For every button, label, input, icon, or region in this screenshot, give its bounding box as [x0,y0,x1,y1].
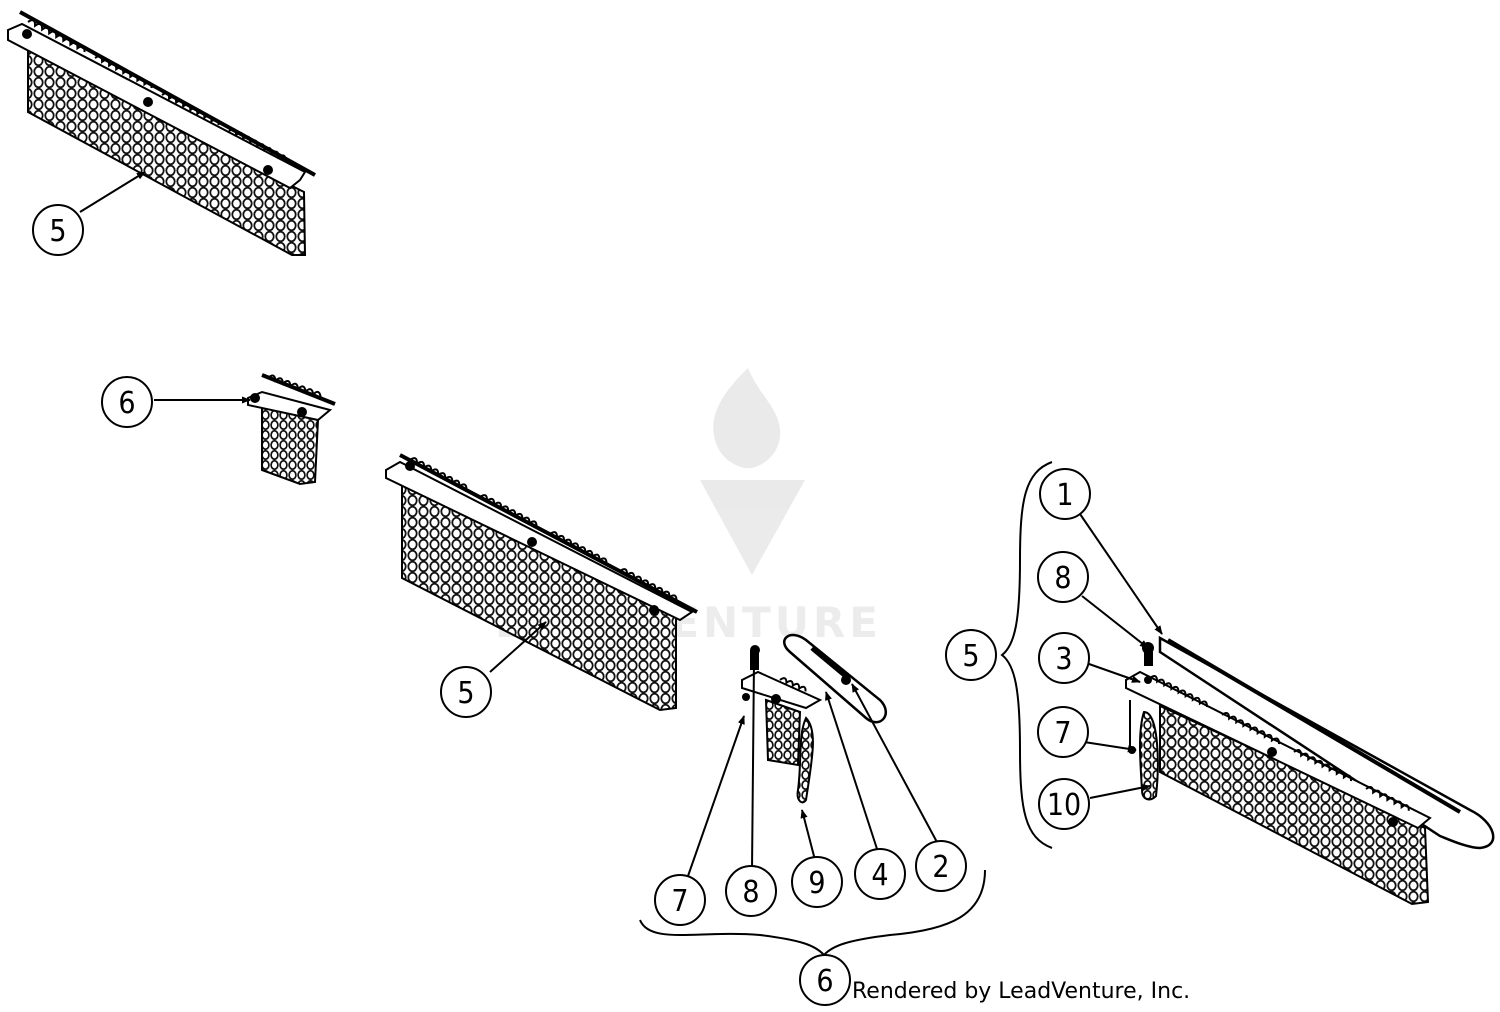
rubber-guard-icon [1158,635,1495,850]
callout-small-6: 6 [101,376,153,428]
middle-chain-flap [385,453,698,712]
exploded-small-assembly [741,633,887,804]
svg-text:2: 2 [932,850,949,885]
callout-group6-label: 6 [799,954,851,1006]
bolt-icon [143,97,153,107]
mounting-bar-icon [7,22,307,190]
svg-text:6: 6 [118,386,135,421]
group-brace [1000,461,1053,849]
bolt-icon [1144,676,1152,684]
mounting-bar-icon [1125,670,1432,830]
svg-text:4: 4 [871,858,888,893]
bolt-icon [771,694,781,704]
callout-group5-label: 5 [945,629,997,681]
bolt-icon [405,461,415,471]
callout-group6-item-2: 2 [915,840,967,892]
svg-text:3: 3 [1055,642,1072,677]
bolt-icon [742,693,750,701]
flame-v-logo-icon [700,368,805,575]
chain-strand-icon [796,716,814,804]
chain-strand-icon [1139,710,1159,801]
mounting-bar-icon [741,670,823,710]
callout-group6-item-7: 7 [654,874,706,926]
leader-lines [79,171,1163,957]
svg-text:8: 8 [1054,561,1071,596]
callouts: 5 6 5 7 8 9 4 2 [32,204,1091,1006]
svg-text:5: 5 [457,676,474,711]
mounting-bar-icon [385,460,694,622]
callout-group6-item-8: 8 [725,865,777,917]
callout-group5-item-3: 3 [1038,632,1090,684]
bolt-icon [297,407,307,417]
svg-text:7: 7 [671,884,688,919]
bolt-icon [263,165,273,175]
bolt-icon [1388,817,1398,827]
callout-top-5: 5 [32,204,84,256]
svg-text:8: 8 [742,875,759,910]
svg-text:6: 6 [816,964,833,999]
exploded-large-assembly [1125,635,1495,906]
chain-curtain-icon [764,698,802,767]
mounting-bar-icon [247,390,333,422]
callout-group5-item-10: 10 [1038,778,1090,830]
bolt-icon [841,675,851,685]
small-chain-flap [247,373,336,486]
callout-middle-5: 5 [440,666,492,718]
callout-group6-item-4: 4 [854,848,906,900]
bolt-icon [1267,747,1277,757]
svg-text:9: 9 [808,866,825,901]
callout-group6-item-9: 9 [791,856,843,908]
top-chain-flap [7,10,316,256]
callout-group5-item-8: 8 [1037,551,1089,603]
callout-group5-item-1: 1 [1039,468,1091,520]
svg-text:10: 10 [1047,788,1081,823]
svg-text:5: 5 [962,639,979,674]
svg-text:1: 1 [1056,478,1073,513]
svg-text:5: 5 [49,214,66,249]
bolt-icon [527,537,537,547]
bolt-icon [750,645,760,655]
callout-group5-item-7: 7 [1037,706,1089,758]
bolt-icon [22,29,32,39]
rubber-guard-icon [783,633,887,724]
bolt-icon [250,393,260,403]
svg-text:7: 7 [1054,716,1071,751]
credit-text: Rendered by LeadVenture, Inc. [852,979,1190,1004]
bolt-icon [1144,646,1153,666]
bolt-icon [649,605,659,615]
